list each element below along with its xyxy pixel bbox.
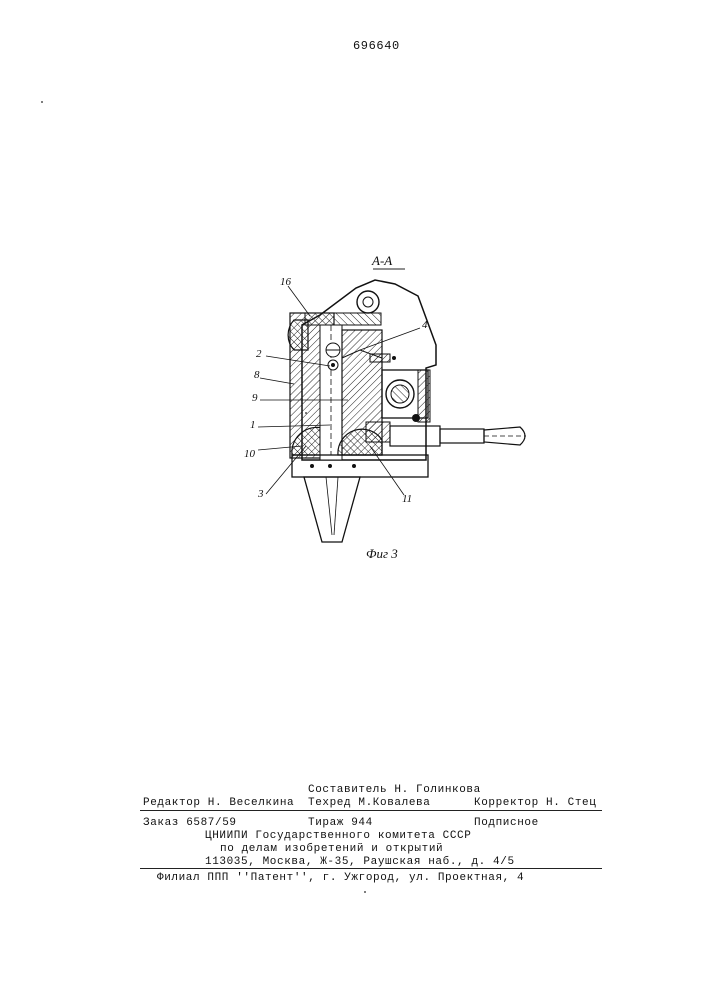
compiler-line: Составитель Н. Голинкова bbox=[308, 784, 481, 796]
figure-caption: Фиг 3 bbox=[366, 546, 398, 562]
technical-drawing-figure-3: А-А 16 4 2 8 9 1 10 3 11 Фиг 3 bbox=[230, 250, 540, 580]
callout-10: 10 bbox=[244, 448, 255, 460]
callout-8: 8 bbox=[254, 369, 260, 381]
callout-2: 2 bbox=[256, 348, 262, 360]
callout-11: 11 bbox=[402, 493, 412, 505]
scan-speck bbox=[364, 891, 366, 893]
callout-9: 9 bbox=[252, 392, 258, 404]
circulation-line: Тираж 944 bbox=[308, 817, 373, 829]
callout-3: 3 bbox=[258, 488, 264, 500]
scan-speck bbox=[41, 101, 43, 103]
branch-line: Филиал ППП ''Патент'', г. Ужгород, ул. П… bbox=[157, 872, 524, 884]
order-line: Заказ 6587/59 bbox=[143, 817, 237, 829]
callout-1: 1 bbox=[250, 419, 256, 431]
subscription-line: Подписное bbox=[474, 817, 539, 829]
org-line-2: по делам изобретений и открытий bbox=[220, 843, 443, 855]
section-drawing bbox=[230, 250, 540, 580]
imprint-rule-bottom bbox=[140, 868, 602, 869]
editor-line: Редактор Н. Веселкина bbox=[143, 797, 294, 809]
page-number: 696640 bbox=[353, 39, 400, 53]
imprint-rule-top bbox=[140, 810, 602, 811]
corrector-line: Корректор Н. Стец bbox=[474, 797, 596, 809]
address-line: 113035, Москва, Ж-35, Раушская наб., д. … bbox=[205, 856, 515, 868]
section-label: А-А bbox=[372, 253, 392, 269]
callout-16: 16 bbox=[280, 276, 291, 288]
callout-4: 4 bbox=[422, 319, 428, 331]
org-line-1: ЦНИИПИ Государственного комитета СССР bbox=[205, 830, 471, 842]
techred-line: Техред М.Ковалева bbox=[308, 797, 430, 809]
